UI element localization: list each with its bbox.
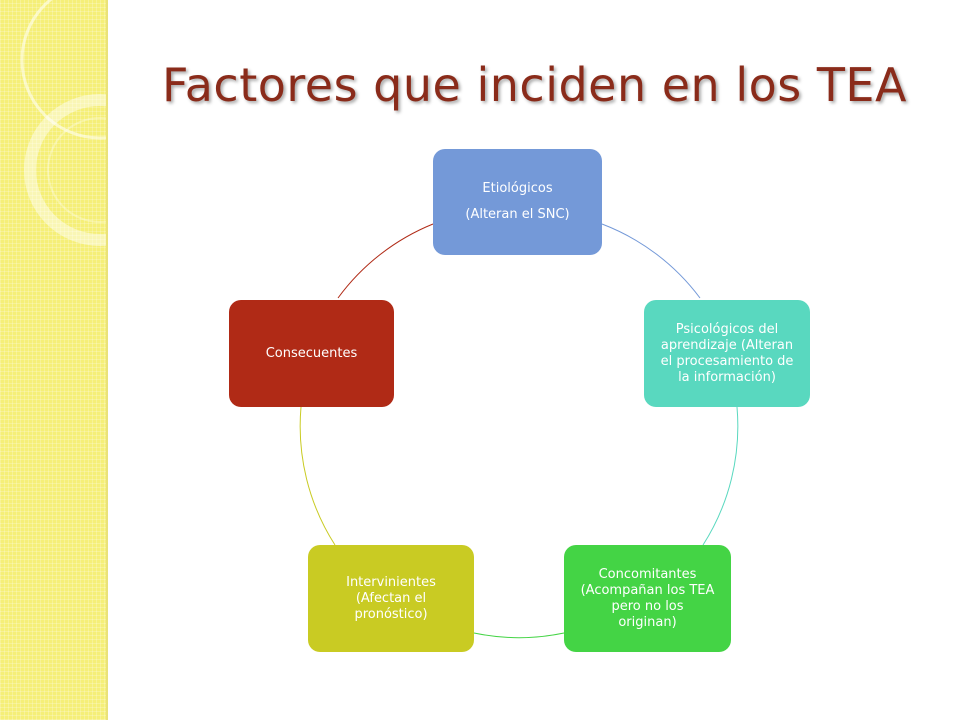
connector-arc-concomitantes-intervinientes [473, 632, 565, 639]
node-line: aprendizaje (Alteran [660, 337, 794, 353]
node-line: (Acompañan los TEA [580, 582, 715, 598]
decorative-rings-icon [20, 0, 106, 246]
connector-arc-etiologicos-psicologicos [601, 223, 701, 299]
slide-title: Factores que inciden en los TEA [162, 58, 907, 112]
node-line: Consecuentes [265, 345, 358, 361]
cycle-node-etiologicos: Etiológicos (Alteran el SNC) [433, 149, 602, 255]
node-line: Psicológicos del [675, 321, 779, 337]
node-line: (Alteran el SNC) [465, 207, 570, 222]
connector-arc-consecuentes-etiologicos [337, 223, 434, 299]
node-line: pronóstico) [354, 606, 428, 622]
connector-arc-psicologicos-concomitantes [702, 406, 739, 546]
node-line: Concomitantes [598, 566, 697, 582]
connector-arc-intervinientes-consecuentes [299, 406, 336, 546]
node-line: el procesamiento de [660, 353, 794, 369]
decorative-sidebar [0, 0, 108, 720]
node-line: originan) [618, 614, 677, 630]
node-line: pero no los [611, 598, 684, 614]
cycle-node-psicologicos: Psicológicos del aprendizaje (Alteran el… [644, 300, 810, 407]
cycle-node-consecuentes: Consecuentes [229, 300, 394, 407]
cycle-node-concomitantes: Concomitantes (Acompañan los TEA pero no… [564, 545, 731, 652]
node-line: Intervinientes [346, 574, 436, 590]
cycle-node-intervinientes: Intervinientes (Afectan el pronóstico) [308, 545, 474, 652]
node-line: Etiológicos [482, 181, 553, 196]
node-line: la información) [678, 369, 776, 385]
node-line: (Afectan el [355, 590, 427, 606]
